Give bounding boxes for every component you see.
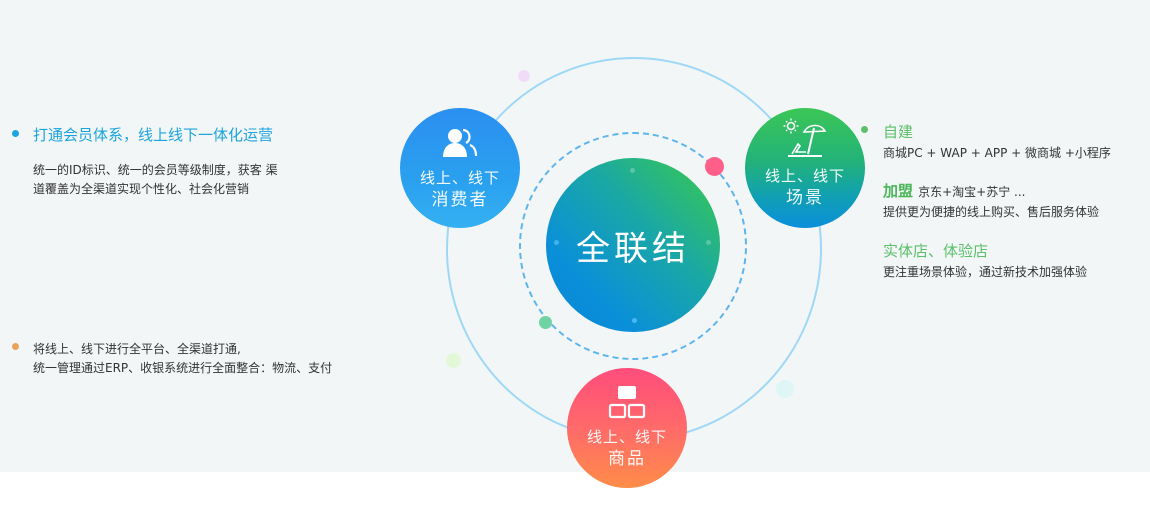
channel-title: 加盟 bbox=[883, 182, 914, 200]
node-scenes: 线上、线下 场景 bbox=[745, 108, 865, 228]
users-icon bbox=[443, 128, 478, 157]
center-hub: 全联结 bbox=[546, 158, 720, 332]
hub-sparkle bbox=[630, 168, 635, 173]
hub-sparkle bbox=[554, 240, 559, 245]
node-label-line2: 场景 bbox=[786, 188, 824, 208]
node-consumers: 线上、线下 消费者 bbox=[400, 108, 520, 228]
description-line: 统一的ID标识、统一的会员等级制度，获客 渠 bbox=[33, 163, 278, 177]
channel-physical-stores: 实体店、体验店 更注重场景体验，通过新技术加强体验 bbox=[883, 240, 1087, 280]
description-line: 将线上、线下进行全平台、全渠道打通, bbox=[33, 342, 241, 356]
node-label-line1: 线上、线下 bbox=[764, 167, 845, 185]
channel-franchise: 加盟 京东+淘宝+苏宁 ... 提供更为便捷的线上购买、售后服务体验 bbox=[883, 180, 1099, 220]
hub-sparkle bbox=[706, 240, 711, 245]
channel-description: 商城PC + WAP + APP + 微商城 +小程序 bbox=[883, 146, 1111, 160]
inner-dashed-ring bbox=[519, 132, 747, 360]
description-line: 统一管理通过ERP、收银系统进行全面整合：物流、支付 bbox=[33, 361, 333, 375]
node-label-line1: 线上、线下 bbox=[586, 428, 667, 446]
bullet-dot bbox=[861, 126, 868, 133]
hub-sparkle bbox=[632, 318, 637, 323]
channel-title: 实体店、体验店 bbox=[883, 242, 989, 260]
feature-description: 统一的ID标识、统一的会员等级制度，获客 渠 道覆盖为全渠道实现个性化、社会化营… bbox=[33, 161, 278, 199]
channel-platforms: 京东+淘宝+苏宁 ... bbox=[918, 185, 1026, 199]
hierarchy-boxes-icon bbox=[608, 386, 646, 419]
node-label-line1: 线上、线下 bbox=[419, 169, 500, 187]
channel-description: 提供更为便捷的线上购买、售后服务体验 bbox=[883, 205, 1100, 219]
node-label-line2: 商品 bbox=[608, 449, 646, 469]
node-label-line2: 消费者 bbox=[431, 190, 489, 210]
description-line: 道覆盖为全渠道实现个性化、社会化营销 bbox=[33, 182, 250, 196]
node-products: 线上、线下 商品 bbox=[567, 368, 687, 488]
channel-description: 更注重场景体验，通过新技术加强体验 bbox=[883, 265, 1088, 279]
feature-title: 打通会员体系，线上线下一体化运营 bbox=[33, 126, 274, 144]
bullet-dot bbox=[12, 343, 19, 350]
decor-dot-cyan bbox=[776, 380, 794, 398]
decor-dot-green bbox=[539, 316, 552, 329]
bullet-dot bbox=[12, 130, 19, 137]
decor-dot-pink bbox=[705, 157, 724, 176]
center-label: 全联结 bbox=[576, 228, 690, 269]
decor-dot-lightgreen bbox=[446, 353, 461, 368]
decor-dot-lavender bbox=[518, 70, 530, 82]
beach-umbrella-icon bbox=[783, 118, 827, 157]
channel-title: 自建 bbox=[883, 123, 914, 141]
feature-description: 将线上、线下进行全平台、全渠道打通, 统一管理通过ERP、收银系统进行全面整合：… bbox=[33, 340, 332, 378]
channel-self-built: 自建 商城PC + WAP + APP + 微商城 +小程序 bbox=[883, 121, 1111, 161]
